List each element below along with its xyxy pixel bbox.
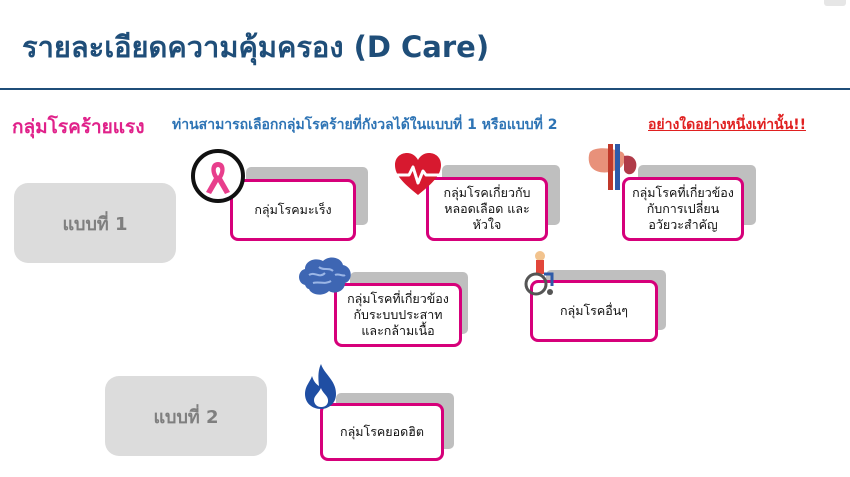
title-divider xyxy=(0,88,850,90)
group-label: กลุ่มโรคยอดฮิต xyxy=(340,424,424,439)
pink-ribbon-icon xyxy=(191,149,245,203)
page-title: รายละเอียดความคุ้มครอง (D Care) xyxy=(22,30,490,64)
section-description: ท่านสามารถเลือกกลุ่มโรคร้ายที่กังวลได้ใน… xyxy=(172,117,558,133)
group-card-cancer: กลุ่มโรคมะเร็ง xyxy=(230,179,356,241)
group-card-heart: กลุ่มโรคเกี่ยวกับ หลอดเลือด และหัวใจ xyxy=(426,177,548,241)
brain-icon xyxy=(299,257,351,295)
group-label: กลุ่มโรคมะเร็ง xyxy=(254,202,332,217)
plan-2-box: แบบที่ 2 xyxy=(105,376,267,456)
group-card-organs: กลุ่มโรคที่เกี่ยวข้องกับการเปลี่ยนอวัยวะ… xyxy=(622,177,744,241)
group-label: กลุ่มโรคอื่นๆ xyxy=(559,303,629,318)
flame-icon xyxy=(305,364,336,409)
window-corner-mark xyxy=(824,0,846,6)
group-label: กลุ่มโรคเกี่ยวกับ หลอดเลือด และหัวใจ xyxy=(443,185,531,232)
group-card-nervous: กลุ่มโรคที่เกี่ยวข้องกับระบบประสาทและกล้… xyxy=(334,283,462,347)
wheelchair-icon xyxy=(524,251,554,296)
section-heading: กลุ่มโรคร้ายแรง xyxy=(12,116,145,138)
group-label: กลุ่มโรคที่เกี่ยวข้องกับระบบประสาทและกล้… xyxy=(347,291,449,338)
section-emphasis: อย่างใดอย่างหนึ่งเท่านั้น!! xyxy=(648,117,806,133)
organs-icon xyxy=(588,144,637,190)
heartbeat-icon xyxy=(395,153,441,195)
group-label: กลุ่มโรคที่เกี่ยวข้องกับการเปลี่ยนอวัยวะ… xyxy=(632,185,734,232)
group-card-popular: กลุ่มโรคยอดฮิต xyxy=(320,403,444,461)
plan-1-box: แบบที่ 1 xyxy=(14,183,176,263)
